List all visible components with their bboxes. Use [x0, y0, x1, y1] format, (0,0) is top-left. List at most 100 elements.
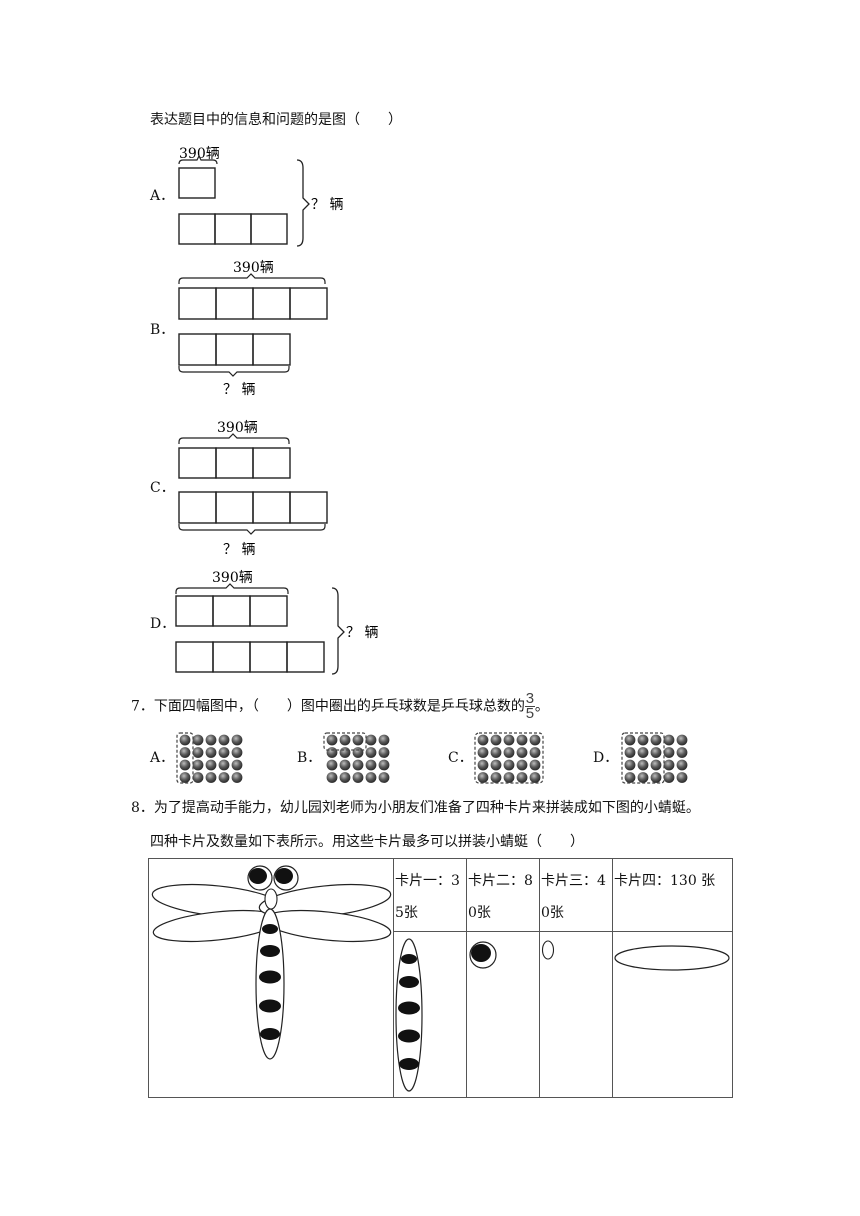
ping-pong-ball	[192, 772, 204, 783]
ping-pong-ball	[529, 747, 541, 758]
ping-pong-ball	[192, 759, 204, 771]
ping-pong-ball	[663, 734, 675, 746]
ping-pong-ball	[490, 772, 502, 783]
ping-pong-ball	[676, 734, 688, 746]
ping-pong-ball	[365, 734, 377, 746]
ping-pong-ball	[676, 747, 688, 758]
ping-pong-ball	[663, 747, 675, 758]
q6-option-d-diagram: 390辆 ？ 辆	[175, 570, 378, 675]
ping-pong-ball	[529, 734, 541, 746]
ping-pong-ball	[529, 772, 541, 783]
q8-line1: 8．为了提高动手能力，幼儿园刘老师为小朋友们准备了四种卡片来拼装成如下图的小蜻蜓…	[131, 800, 700, 816]
ping-pong-ball	[352, 759, 364, 771]
ping-pong-ball	[624, 734, 636, 746]
ping-pong-ball	[650, 759, 662, 771]
ping-pong-ball	[477, 772, 489, 783]
ping-pong-ball	[365, 759, 377, 771]
q8-dragonfly-figure	[151, 865, 392, 1060]
q8-card3-label-cell: 卡片三：40张	[539, 857, 613, 933]
q6-b-question-label: ？ 辆	[223, 382, 255, 398]
ping-pong-ball	[339, 747, 351, 758]
ping-pong-ball	[192, 747, 204, 758]
ping-pong-ball	[218, 734, 230, 746]
q8-card1-image-cell	[393, 931, 467, 1098]
ping-pong-ball	[378, 734, 390, 746]
ping-pong-ball	[231, 772, 243, 783]
ping-pong-ball	[516, 747, 528, 758]
ping-pong-ball	[179, 734, 191, 746]
q7-option-c-letter[interactable]: C．	[448, 750, 473, 766]
q7-option-d-balls	[621, 732, 688, 784]
ping-pong-ball	[378, 772, 390, 783]
q7-text-after: 。	[534, 698, 549, 715]
ping-pong-ball	[365, 747, 377, 758]
ping-pong-ball	[637, 772, 649, 783]
ping-pong-ball	[516, 772, 528, 783]
ping-pong-ball	[205, 772, 217, 783]
q7-option-d-letter[interactable]: D．	[593, 750, 619, 766]
ping-pong-ball	[624, 759, 636, 771]
ping-pong-ball	[650, 772, 662, 783]
q6-stem: 表达题目中的信息和问题的是图（ ）	[150, 112, 402, 128]
ping-pong-ball	[205, 734, 217, 746]
ping-pong-ball	[637, 734, 649, 746]
ping-pong-ball	[503, 759, 515, 771]
ping-pong-ball	[179, 772, 191, 783]
ping-pong-ball	[378, 759, 390, 771]
ping-pong-ball	[503, 772, 515, 783]
ping-pong-ball	[365, 772, 377, 783]
q8-card1-label-cell: 卡片一：35张	[393, 857, 467, 933]
q8-card-table: 卡片一：35张 卡片二：80张 卡片三：40张 卡片四：130 张	[148, 857, 733, 1098]
ping-pong-ball	[352, 734, 364, 746]
ping-pong-ball	[339, 759, 351, 771]
ping-pong-ball	[326, 734, 338, 746]
q7-option-a-letter[interactable]: A．	[150, 750, 175, 766]
q8-card1-label: 卡片一：35张	[395, 873, 460, 921]
ping-pong-ball	[218, 759, 230, 771]
ping-pong-ball	[179, 759, 191, 771]
ping-pong-ball	[231, 747, 243, 758]
q6-option-a-letter[interactable]: A．	[150, 188, 175, 204]
ping-pong-ball	[231, 759, 243, 771]
ping-pong-ball	[326, 772, 338, 783]
ping-pong-ball	[477, 747, 489, 758]
ping-pong-ball	[339, 734, 351, 746]
q6-option-a-diagram: 390辆 ？ 辆	[178, 146, 343, 247]
q6-option-d-letter[interactable]: D．	[150, 616, 176, 632]
q6-option-b-diagram: 390辆 ？ 辆	[178, 260, 328, 398]
q7-frac-den: 5	[525, 705, 535, 722]
q8-card2-label: 卡片二：80张	[468, 873, 533, 921]
ping-pong-ball	[529, 759, 541, 771]
q8-card2-image-cell	[466, 931, 540, 1098]
q6-c-question-label: ？ 辆	[223, 542, 255, 558]
ping-pong-ball	[490, 759, 502, 771]
ping-pong-ball	[378, 747, 390, 758]
q7-frac-num: 3	[525, 690, 535, 707]
q6-c-top-label: 390辆	[217, 420, 258, 436]
ping-pong-ball	[205, 747, 217, 758]
q6-d-question-label: ？ 辆	[346, 625, 378, 641]
ping-pong-ball	[490, 747, 502, 758]
q6-b-top-label: 390辆	[233, 260, 274, 276]
ping-pong-ball	[503, 747, 515, 758]
q7-option-b-letter[interactable]: B．	[297, 750, 322, 766]
q7-option-c-balls	[474, 732, 544, 784]
ping-pong-ball	[516, 759, 528, 771]
ping-pong-ball	[326, 747, 338, 758]
q8-card3-neck-figure	[541, 940, 555, 960]
ping-pong-ball	[676, 759, 688, 771]
q6-a-top-label: 390辆	[179, 146, 220, 162]
ping-pong-ball	[477, 734, 489, 746]
q7-option-a-balls	[176, 732, 243, 784]
q8-card3-image-cell	[539, 931, 613, 1098]
q7-option-b-balls	[323, 732, 390, 783]
ping-pong-ball	[326, 759, 338, 771]
ping-pong-ball	[179, 747, 191, 758]
q6-option-b-letter[interactable]: B．	[150, 322, 175, 338]
q6-option-c-letter[interactable]: C．	[150, 480, 175, 496]
ping-pong-ball	[192, 734, 204, 746]
q7-text-before: 7．下面四幅图中，（ ）图中圈出的乒乓球数是乒乓球总数的	[131, 698, 525, 715]
ping-pong-ball	[352, 747, 364, 758]
ping-pong-ball	[477, 759, 489, 771]
